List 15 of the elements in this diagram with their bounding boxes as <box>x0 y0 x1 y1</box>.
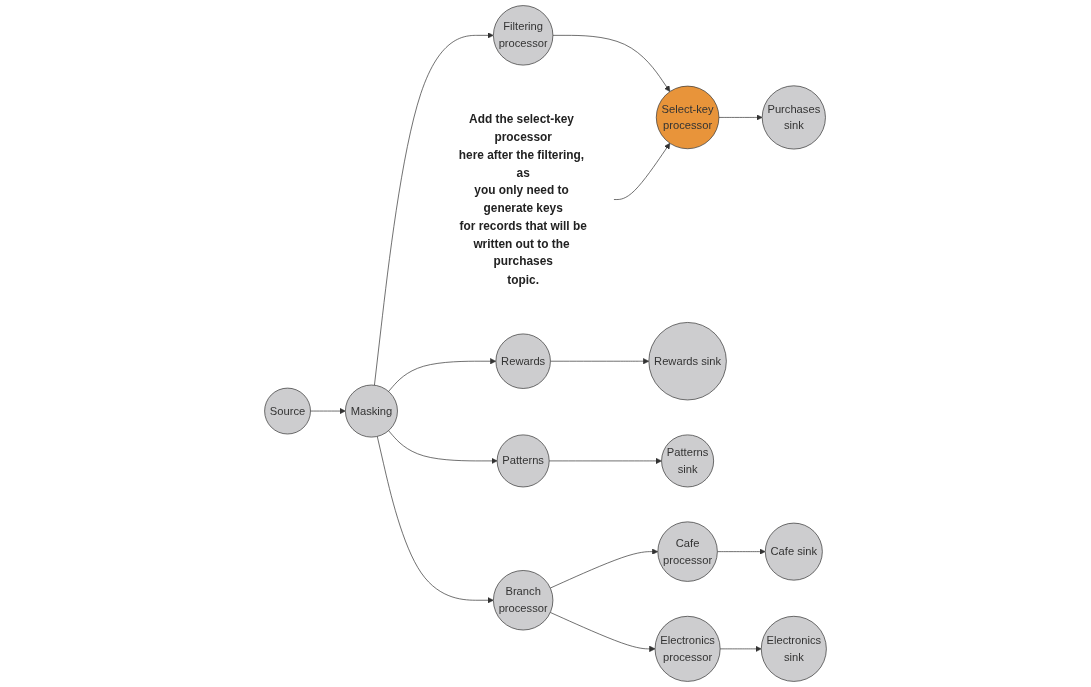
node-circle: Rewards sink <box>648 322 727 401</box>
node-circle: Filtering processor <box>493 5 554 66</box>
node-circle: Patterns <box>496 434 550 488</box>
node-circle: Electronics sink <box>760 615 827 682</box>
node-circle: Rewards <box>495 333 551 389</box>
node-circle: Electronics processor <box>654 615 721 682</box>
node-circle: Source <box>264 387 311 435</box>
node-circle: Branch processor <box>493 570 554 631</box>
node-circle: Purchases sink <box>761 85 826 150</box>
node-circle: Masking <box>345 384 398 438</box>
node-circle: Patterns sink <box>661 434 714 488</box>
node-circle: Cafe sink <box>764 522 823 581</box>
node-text: Add the select-key processor here after the filtering, as you only need to generate keys for records that will be written out to the purchases topic. <box>458 112 587 287</box>
node-circle: Select-key processor <box>655 85 720 150</box>
node-circle: Cafe processor <box>657 521 718 582</box>
